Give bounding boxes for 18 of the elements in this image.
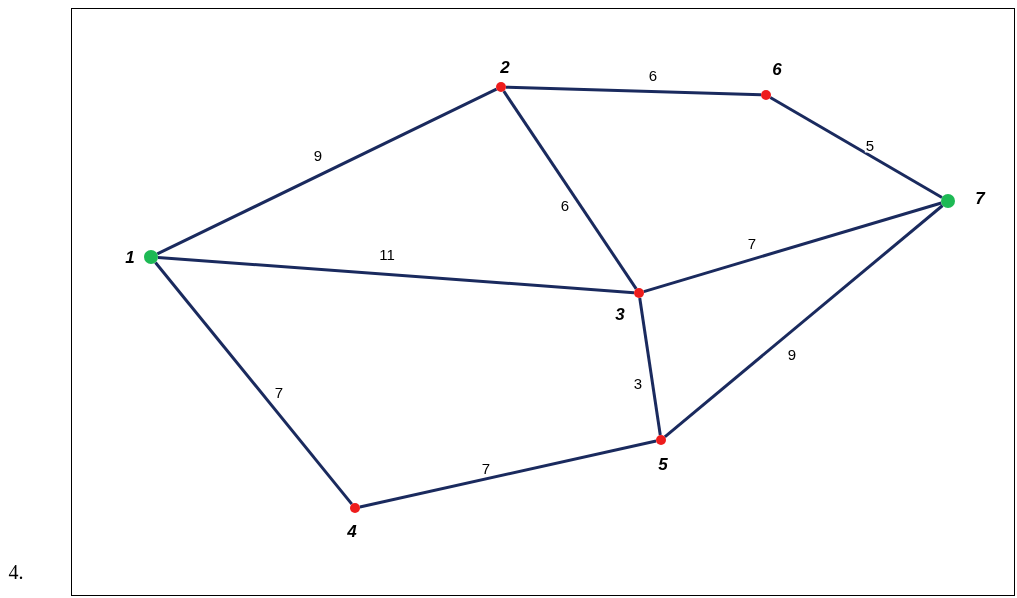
- edge-line: [154, 261, 353, 506]
- problem-number: 4.: [8, 562, 24, 582]
- edge-line: [505, 85, 762, 97]
- edge-line: [157, 256, 635, 295]
- edge-line: [663, 204, 944, 438]
- vertex-label: 5: [658, 455, 668, 473]
- vertex-label: 1: [125, 248, 135, 266]
- edge-line: [643, 201, 942, 293]
- vertex-label: 6: [772, 60, 782, 78]
- vertex-label: 2: [500, 58, 510, 76]
- edge-line: [502, 90, 638, 290]
- vertex-label: 3: [615, 305, 625, 323]
- edge-line: [359, 439, 657, 509]
- edge-line: [769, 96, 943, 199]
- edge-line: [156, 87, 498, 256]
- vertex-label: 7: [975, 189, 985, 207]
- vertex-label: 4: [347, 522, 357, 540]
- edge-line: [638, 297, 662, 436]
